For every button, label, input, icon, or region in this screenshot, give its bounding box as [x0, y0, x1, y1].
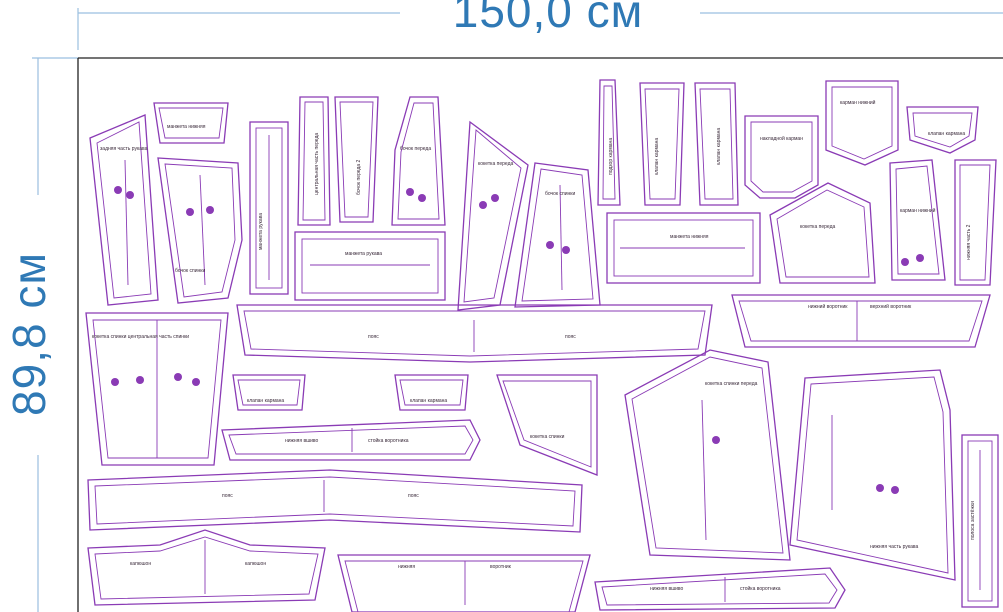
piece-label: капюшон — [130, 561, 151, 567]
piece-label: манжета нижняя — [670, 234, 709, 240]
piece-label: бочок спинки — [545, 191, 575, 197]
piece-back-center: кокетка спинки центральная часть спинки — [85, 312, 229, 466]
piece-lower-inner: карман нижний — [889, 159, 946, 281]
piece-front-center: центральная часть переда — [297, 96, 331, 226]
piece-label: клапан кармана — [410, 398, 447, 404]
piece-label: капюшон — [245, 561, 266, 567]
width-dimension-label: 150,0 см — [452, 0, 644, 37]
piece-label: нижняя вшиво — [285, 438, 319, 444]
piece-flap-c2: клапан кармана — [394, 374, 469, 411]
piece-label: задняя часть рукава — [100, 146, 148, 152]
piece-label: накладной карман — [760, 135, 803, 142]
piece-label: бочок переда 2 — [356, 159, 362, 195]
piece-pocket-lower: карман нижний — [825, 80, 899, 166]
piece-sleeve-cuff: манжета рукава — [294, 231, 446, 301]
piece-label: верхний воротник — [870, 303, 912, 310]
piece-sleeve-cuff-top: манжета нижняя — [153, 102, 229, 144]
piece-label: полоса застёжки — [970, 501, 976, 540]
piece-label: пояс — [565, 334, 576, 340]
piece-cuff-bottom: манжета нижняя — [606, 212, 761, 284]
piece-label: стойка воротника — [368, 437, 409, 444]
piece-label: манжета нижняя — [167, 124, 206, 130]
piece-label: бочок спинки — [175, 268, 205, 274]
piece-label: кокетка спинки переда — [705, 381, 758, 387]
piece-front-big: кокетка спинки переда — [624, 349, 791, 561]
piece-strip-right: полоса застёжки — [961, 434, 999, 608]
piece-flap-small: клапан кармана — [906, 106, 979, 154]
piece-label: бочок переда — [400, 146, 431, 152]
piece-label: карман нижний — [840, 99, 876, 106]
piece-label: нижняя часть рукава — [870, 544, 919, 550]
piece-label: клапан кармана — [716, 128, 722, 165]
piece-label: пояс — [368, 334, 379, 340]
piece-inner-pocket: кокетка спинки — [496, 374, 598, 476]
piece-band-1: пояс пояс — [236, 304, 713, 363]
piece-label: кокетка спинки центральная часть спинки — [92, 334, 189, 340]
piece-label: центральная часть переда — [314, 133, 320, 195]
piece-label: кокетка спинки — [530, 434, 565, 440]
piece-label: подзор кармана — [608, 138, 614, 175]
piece-flap-c1: клапан кармана — [232, 374, 306, 411]
piece-front-yoke: кокетка переда — [457, 120, 529, 311]
piece-sleeve-back: задняя часть рукава — [89, 114, 159, 306]
piece-back-side: бочок спинки — [157, 157, 243, 304]
piece-label: клапан кармана — [247, 398, 284, 404]
piece-yoke-front: кокетка переда — [769, 182, 876, 284]
piece-label: пояс — [408, 493, 419, 499]
piece-label: нижняя часть 2 — [966, 224, 972, 260]
piece-label: нижний воротник — [808, 303, 848, 310]
piece-front-side: бочок переда — [391, 96, 446, 226]
piece-label: пояс — [222, 493, 233, 499]
piece-label: клапан кармана — [928, 131, 965, 137]
piece-back-big: нижняя часть рукава — [789, 369, 956, 581]
piece-label: кокетка переда — [478, 161, 513, 167]
piece-back-side-2: бочок спинки — [514, 162, 601, 308]
piece-label: нижняя — [398, 564, 415, 570]
piece-collar-upper: нижний воротник верхний воротник — [731, 294, 991, 348]
piece-front-side-2: бочок переда 2 — [334, 96, 379, 223]
piece-strip-vertical: манжета рукава — [249, 121, 289, 295]
piece-collar-lower: нижняя воротник — [337, 554, 591, 612]
piece-label: карман нижний — [900, 207, 936, 214]
piece-side-part-2: нижняя часть 2 — [954, 159, 997, 286]
piece-label: клапан кармана — [654, 138, 660, 175]
height-dimension-label: 89,8 см — [3, 252, 55, 416]
piece-label: манжета рукава — [345, 251, 382, 257]
piece-stand-1: нижняя вшиво стойка воротника — [221, 419, 481, 461]
piece-hood: капюшон капюшон — [87, 529, 326, 606]
piece-welt-2: клапан кармана — [694, 82, 739, 206]
piece-overlay-pocket: накладной карман — [744, 115, 819, 199]
piece-label: воротник — [490, 564, 512, 570]
piece-label: кокетка переда — [800, 224, 835, 230]
piece-pocket-strip-1: подзор кармана — [597, 79, 621, 206]
piece-label: нижняя вшиво — [650, 586, 684, 592]
piece-welt-1: клапан кармана — [639, 82, 685, 206]
brand-stamp-icons — [111, 186, 924, 494]
piece-label: стойка воротника — [740, 585, 781, 592]
piece-band-2: пояс пояс — [87, 469, 583, 533]
piece-stand-2: нижняя вшиво стойка воротника — [594, 567, 846, 611]
piece-label: манжета рукава — [258, 213, 264, 250]
